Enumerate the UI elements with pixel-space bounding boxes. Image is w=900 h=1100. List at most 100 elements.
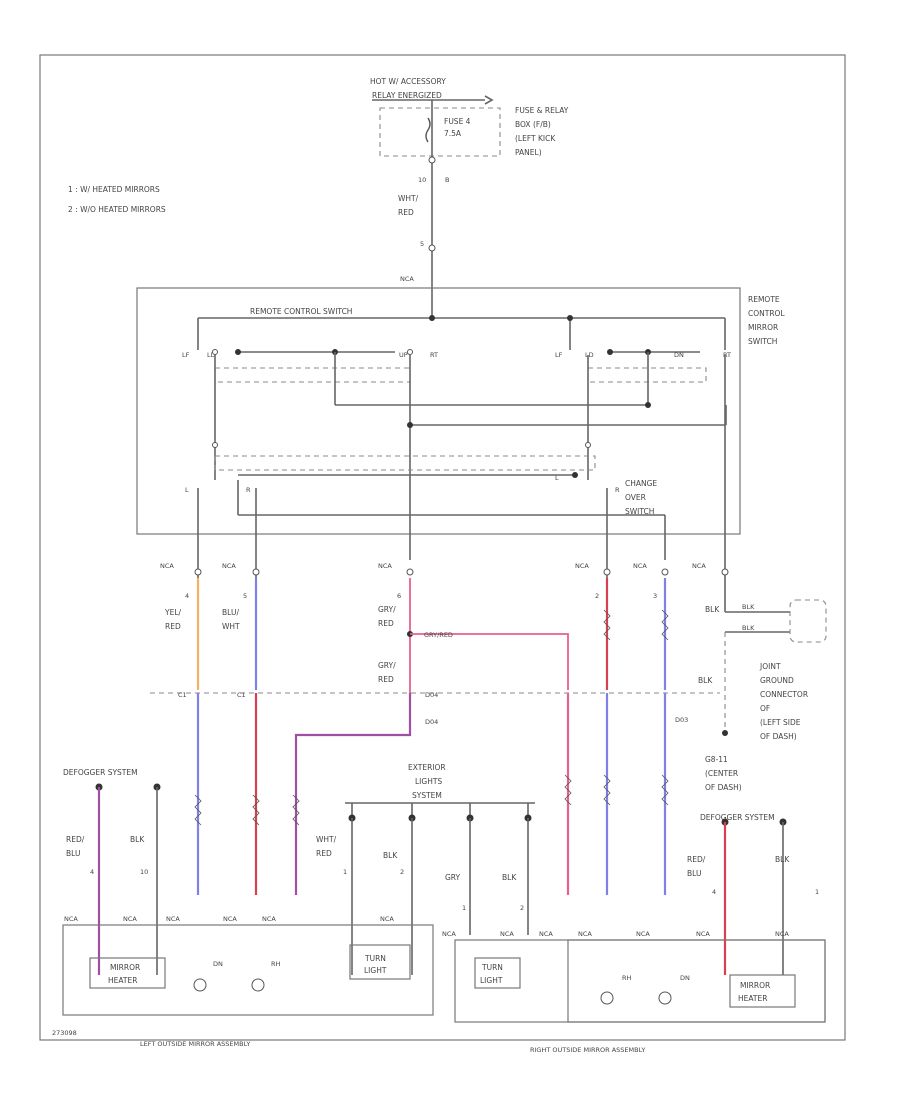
rb-wire-2-color: BLK — [502, 873, 517, 882]
right-motor-label-1: RH — [622, 974, 632, 982]
lb-wire-3-pin: 1 — [343, 868, 347, 876]
internal-node-2 — [407, 422, 413, 428]
left-switch-term-2 — [407, 349, 413, 355]
bottom-pin-r2: R — [615, 486, 620, 494]
page-frame — [39, 54, 846, 1041]
right-conn-6: NCA — [696, 930, 710, 938]
lb-wire-1-color-2: BLU — [66, 849, 80, 858]
wire-3-pin: 6 — [397, 592, 401, 600]
wire-3-color-1: GRY/ — [378, 605, 396, 614]
internal-term-1 — [212, 442, 218, 448]
switch-name-2: CONTROL — [748, 309, 785, 318]
remote-control-switch-box — [136, 287, 741, 535]
left-conn-5: NCA — [262, 915, 276, 923]
right-mirror-inner-box — [567, 939, 826, 1023]
ground-connector-shape — [789, 599, 827, 643]
right-pin-lf: LF — [555, 351, 563, 359]
splice-d04-top: D04 — [425, 691, 438, 699]
left-assembly-title: LEFT OUTSIDE MIRROR ASSEMBLY — [140, 1040, 250, 1048]
wire-1-term — [194, 568, 202, 576]
wire-2-pin: 5 — [243, 592, 247, 600]
splice-gry-red2-2: RED — [378, 675, 394, 684]
rb-wire-2-pin: 2 — [520, 904, 524, 912]
left-turn-light-box — [349, 944, 411, 980]
left-heater-label-1: MIRROR — [110, 963, 140, 972]
lb-wire-1-color-1: RED/ — [66, 835, 85, 844]
fuse-pin-10: 10 — [418, 176, 426, 184]
right-heater-label-2: HEATER — [738, 994, 767, 1003]
right-pin-rt: RT — [723, 351, 731, 359]
left-conn-6: NCA — [380, 915, 394, 923]
wire-4-term — [603, 568, 611, 576]
fuse-box-label-2: BOX (F/B) — [515, 120, 551, 129]
lb-wire-1-pin: 4 — [90, 868, 94, 876]
right-heater-label-1: MIRROR — [740, 981, 770, 990]
left-conn-1: NCA — [64, 915, 78, 923]
right-motor-label-2: DN — [680, 974, 690, 982]
rb-wire-4-color: BLK — [775, 855, 790, 864]
ground-joint-4: OF — [760, 704, 770, 713]
switch-feed-node — [429, 315, 435, 321]
ground-point — [722, 730, 728, 736]
ground-joint-6: OF DASH) — [760, 732, 797, 741]
left-conn-3: NCA — [166, 915, 180, 923]
note-2: 2 : W/O HEATED MIRRORS — [68, 205, 166, 214]
lb-wire-3-color-1: WHT/ — [316, 835, 337, 844]
wire-1-color-1: YEL/ — [164, 608, 181, 617]
fuse-box-label-1: FUSE & RELAY — [515, 106, 569, 115]
left-pin-lf: LF — [182, 351, 190, 359]
splice-c2: C1 — [237, 691, 246, 699]
wire-5-pin: 3 — [653, 592, 657, 600]
rb-wire-3-pin: 4 — [712, 888, 716, 896]
wire-1-color-2: RED — [165, 622, 181, 631]
twist-a — [194, 794, 202, 826]
footer-code: 273098 — [52, 1029, 77, 1037]
fuse-pin-b: B — [445, 176, 449, 184]
splice-gry-red: GRY/RED — [424, 631, 453, 639]
twist-d — [564, 774, 572, 806]
right-pin-ld: LD — [585, 351, 594, 359]
ground-point-3: OF DASH) — [705, 783, 742, 792]
bottom-pin-l2: L — [555, 474, 559, 482]
changeover-label-1: CHANGE — [625, 479, 657, 488]
right-switch-node-1 — [607, 349, 613, 355]
fuse-terminal — [428, 156, 436, 164]
exterior-label-2: LIGHTS — [415, 777, 442, 786]
lb-wire-2-color: BLK — [130, 835, 145, 844]
ground-point-1: G8-11 — [705, 755, 728, 764]
right-assembly-title: RIGHT OUTSIDE MIRROR ASSEMBLY — [530, 1046, 645, 1054]
fuse-label-2: 7.5A — [444, 129, 462, 138]
lower-wire-purple — [294, 693, 412, 895]
conn-label-2: NCA — [222, 562, 236, 570]
left-switch-node-1 — [235, 349, 241, 355]
conn-label-5: NCA — [633, 562, 647, 570]
right-turn-label-1: TURN — [481, 963, 503, 972]
left-pin-rt: RT — [430, 351, 438, 359]
defogger-left: DEFOGGER SYSTEM — [63, 768, 138, 777]
rb-wire-3-color-1: RED/ — [687, 855, 706, 864]
ground-joint-1: JOINT — [759, 662, 781, 671]
ground-blk-label: BLK — [698, 676, 713, 685]
right-motor-dn — [658, 991, 672, 1005]
left-motor-label-2: RH — [271, 960, 281, 968]
right-motor-rh — [600, 991, 614, 1005]
fuse-box-outline — [379, 107, 501, 157]
wire-4-twist — [603, 609, 611, 641]
left-switch-ganged — [214, 367, 411, 383]
changeover-ganged — [214, 455, 596, 471]
left-turn-label-1: TURN — [364, 954, 386, 963]
splice-gry-red2-1: GRY/ — [378, 661, 396, 670]
conn-label-3: NCA — [378, 562, 392, 570]
right-turn-label-2: LIGHT — [480, 976, 503, 985]
conn-label-1: NCA — [160, 562, 174, 570]
ground-wire-2-label: BLK — [742, 624, 755, 632]
feed-terminal — [428, 244, 436, 252]
lb-wire-3-color-2: RED — [316, 849, 332, 858]
exterior-label-1: EXTERIOR — [408, 763, 446, 772]
wire-6-color: BLK — [705, 605, 720, 614]
switch-name-3: MIRROR — [748, 323, 778, 332]
left-mirror-assembly-box — [62, 924, 434, 1016]
right-conn-5: NCA — [636, 930, 650, 938]
left-switch-term-1 — [212, 349, 218, 355]
right-mirror-heater-box — [729, 974, 796, 1008]
